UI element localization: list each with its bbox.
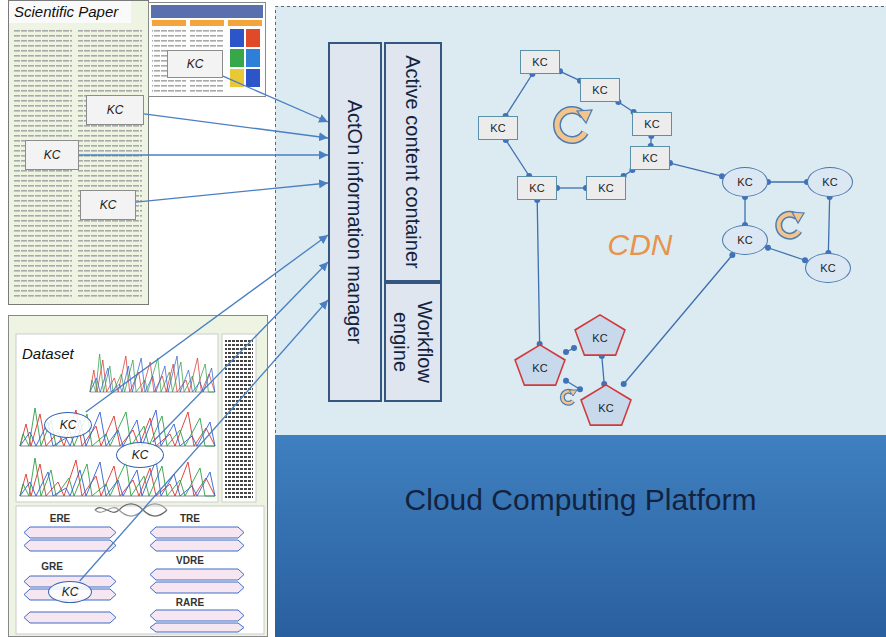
module-box: Active content container (384, 42, 442, 282)
cdn-node: KC (520, 50, 560, 74)
cdn-node: KC (630, 146, 670, 170)
cdn-node: KC (580, 384, 632, 426)
platform-label: Cloud Computing Platform (405, 483, 757, 517)
network-link (557, 187, 586, 188)
knowledge-component: KC (25, 140, 79, 170)
node-label: KC (44, 148, 61, 162)
element-name: ERE (50, 513, 71, 524)
network-label: CDN (608, 228, 673, 262)
node-label: KC (592, 84, 607, 96)
content-arrow (153, 262, 328, 442)
link-dot (563, 349, 569, 355)
network-link (624, 255, 733, 384)
knowledge-component: KC (116, 442, 164, 468)
element-name: RARE (176, 597, 204, 608)
module-label: Active content container (401, 49, 425, 275)
cdn-node: KC (517, 176, 557, 200)
network-link (828, 197, 829, 253)
content-arrow (223, 76, 328, 122)
module-box: Workflow engine (384, 282, 442, 402)
element-name: GRE (41, 561, 63, 572)
link-dot (621, 381, 627, 387)
link-dot (571, 345, 577, 351)
network-link (744, 197, 745, 225)
network-link (670, 163, 722, 176)
cycle-arrow (779, 212, 804, 236)
node-label: KC (187, 57, 204, 71)
cdn-node: KC (478, 116, 518, 140)
panel-title: Scientific Paper (14, 3, 118, 20)
cdn-node: KC (805, 253, 851, 283)
network-link (537, 200, 539, 344)
paper-panel: Scientific PaperKC KC KC KC (8, 0, 268, 305)
panel-title: Dataset (22, 345, 74, 362)
node-label: KC (598, 182, 613, 194)
node-label: KC (592, 332, 607, 344)
cdn-node: KC (514, 344, 566, 386)
platform-band: Cloud Computing Platform (275, 435, 886, 637)
node-label: KC (532, 56, 547, 68)
network-link (560, 71, 580, 80)
content-arrow (80, 300, 328, 581)
knowledge-component: KC (86, 95, 144, 125)
cdn-node: KC (807, 167, 853, 197)
cycle-arrow (557, 110, 592, 140)
node-label: KC (132, 448, 149, 462)
network-link (506, 74, 533, 116)
node-label: KC (737, 234, 752, 246)
element-name: VDRE (176, 555, 204, 566)
knowledge-component: KC (167, 50, 223, 78)
cycle-arrow (562, 390, 577, 403)
cdn-node: KC (574, 314, 626, 356)
node-label: KC (532, 362, 547, 374)
module-label: ActOn information manager (343, 49, 367, 395)
knowledge-component: KC (80, 190, 136, 220)
network-link (768, 248, 805, 260)
node-label: KC (598, 402, 613, 414)
paper-thumbnail (9, 1, 149, 305)
node-label: KC (737, 176, 752, 188)
cloud-region (275, 6, 886, 435)
node-label: KC (642, 152, 657, 164)
content-arrow (79, 154, 328, 155)
element-name: TRE (180, 513, 200, 524)
node-label: KC (644, 118, 659, 130)
cdn-node: KC (632, 112, 672, 136)
node-label: KC (490, 122, 505, 134)
network-link (602, 356, 604, 384)
node-label: KC (529, 182, 544, 194)
cdn-node: KC (580, 78, 620, 102)
link-dot (563, 378, 569, 384)
link-dot (577, 386, 583, 392)
node-label: KC (107, 103, 124, 117)
node-label: KC (60, 418, 77, 432)
node-label: KC (820, 262, 835, 274)
network-link (768, 181, 807, 182)
dataset-panel: DatasetKC KC KC (8, 315, 268, 637)
network-link (506, 140, 529, 176)
node-label: KC (62, 585, 79, 599)
platform-band (275, 435, 886, 637)
content-arrow (144, 114, 328, 138)
content-arrow (136, 183, 328, 202)
knowledge-component: KC (44, 412, 92, 438)
cdn-node: KC (722, 167, 768, 197)
node-label: KC (100, 198, 117, 212)
region-border (276, 7, 886, 637)
poster-thumbnail (149, 3, 266, 97)
node-label: KC (822, 176, 837, 188)
knowledge-component: KC (48, 581, 92, 603)
cdn-node: KC (722, 225, 768, 255)
module-label: Workflow engine (389, 289, 437, 395)
module-box: ActOn information manager (328, 42, 382, 402)
cdn-node: KC (586, 176, 626, 200)
